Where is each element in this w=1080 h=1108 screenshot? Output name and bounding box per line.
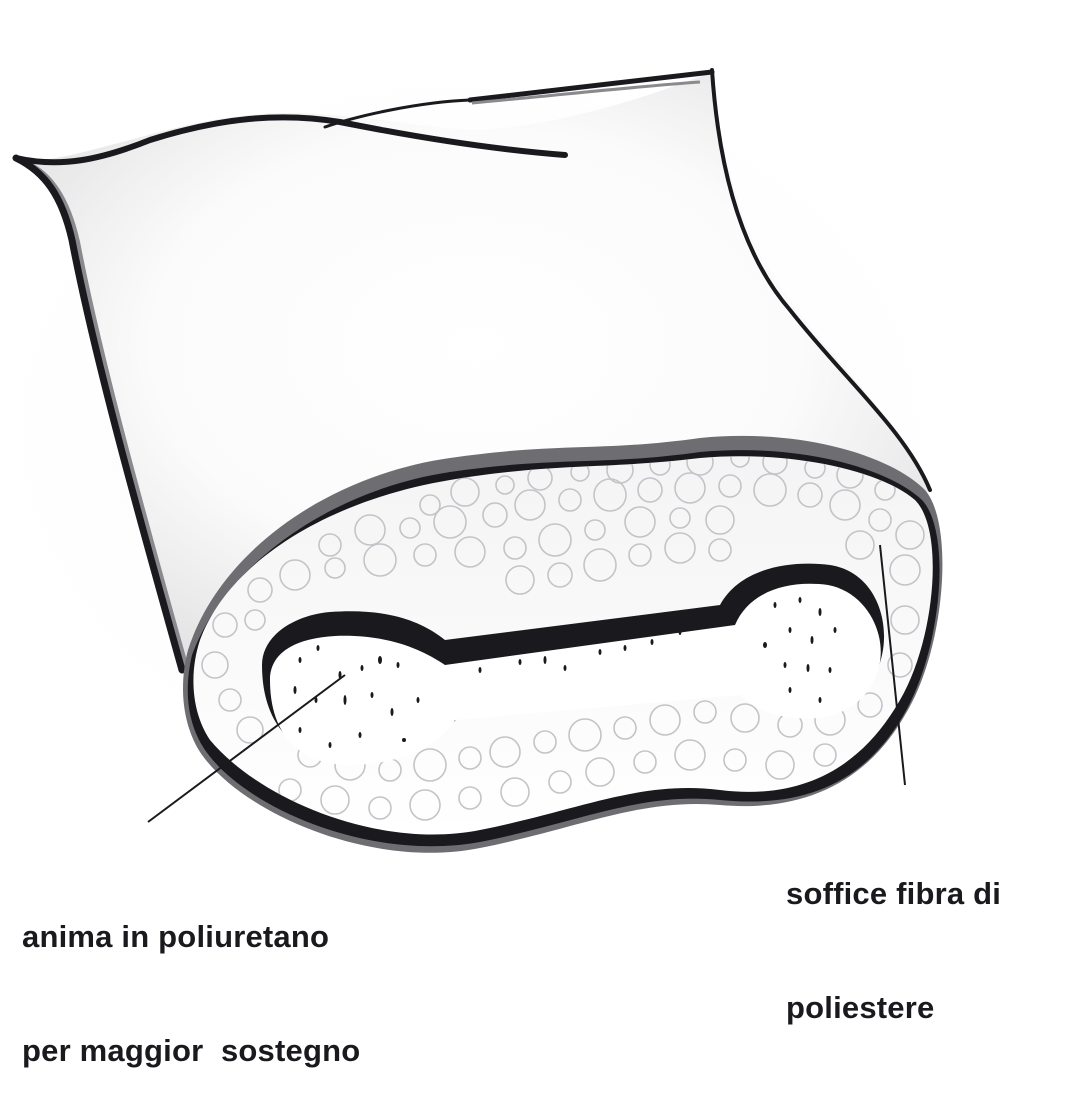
label-core-line1: anima in poliuretano [22,919,330,954]
label-fiber-line2: poliestere [786,990,935,1025]
foam-core [262,563,885,765]
leader-lines [147,544,906,823]
leader-line-core [147,674,346,823]
label-polyurethane-core: anima in poliuretano per maggior sostegn… [22,842,360,1108]
label-polyester-fiber: soffice fibra di poliestere [786,799,1001,1065]
leader-line-fiber [879,544,906,786]
label-core-line2: per maggior sostegno [22,1033,361,1068]
pillow-cover [12,68,932,680]
label-fiber-line1: soffice fibra di [786,876,1002,911]
pillow-illustration [0,30,990,853]
fiber-bubbles [201,456,925,821]
